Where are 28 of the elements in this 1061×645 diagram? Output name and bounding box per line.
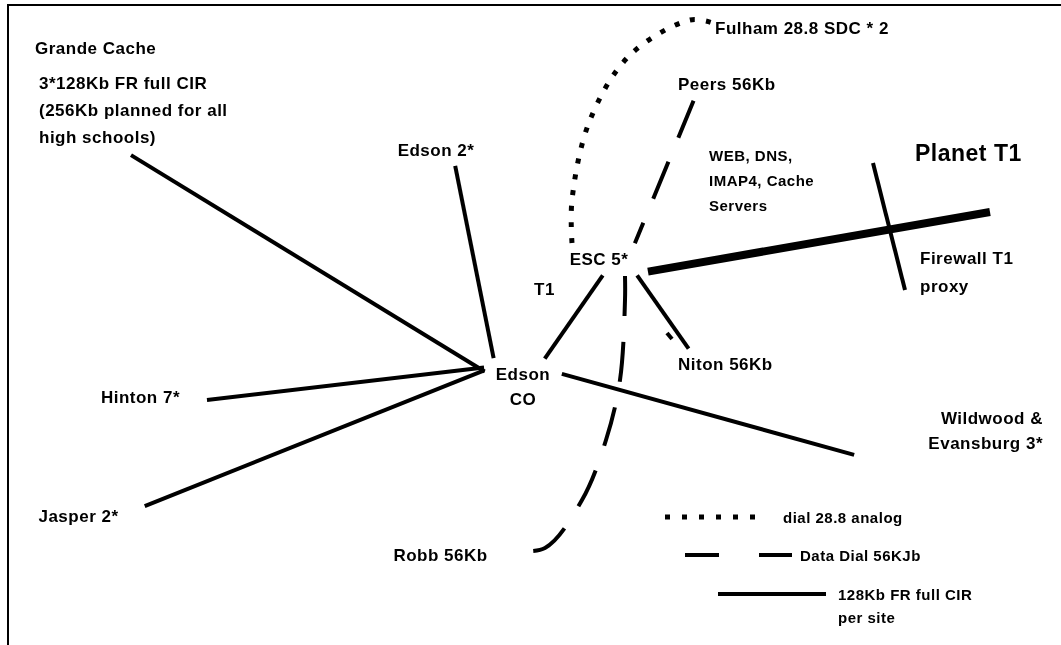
connector <box>206 365 485 403</box>
site-label: Niton 56Kb <box>678 354 773 376</box>
site-label: Wildwood & Evansburg 3* <box>927 408 1043 455</box>
site-label: Hinton 7* <box>100 387 181 409</box>
legend-text: dial 28.8 analog <box>783 508 904 528</box>
legend-text: 128Kb FR full CIR per site <box>838 585 974 628</box>
legend-text: Data Dial 56KJb <box>800 546 922 566</box>
site-label: Edson 2* <box>397 140 475 162</box>
site-label: ESC 5* <box>569 249 629 271</box>
connector <box>561 371 855 457</box>
site-label: Robb 56Kb <box>393 545 488 567</box>
site-label: Grande Cache <box>35 38 157 60</box>
site-label: Peers 56Kb <box>678 74 776 96</box>
connector <box>543 274 605 360</box>
edge-label: T1 <box>534 280 555 300</box>
site-label: Edson CO <box>494 364 552 411</box>
note-text: WEB, DNS, IMAP4, Cache Servers <box>709 146 816 216</box>
site-label: Jasper 2* <box>38 506 119 528</box>
site-label: Fulham 28.8 SDC * 2 <box>715 18 889 40</box>
connector <box>453 165 496 359</box>
connector <box>635 274 691 350</box>
site-label: 3*128Kb FR full CIR (256Kb planned for all high schools) <box>39 73 229 149</box>
dashed-connector <box>633 99 696 245</box>
dotted-connector <box>568 17 712 244</box>
note-text: Firewall T1 proxy <box>920 248 1015 298</box>
edge-label: Planet T1 <box>915 140 1022 167</box>
connector <box>143 368 486 508</box>
connector <box>129 153 486 374</box>
